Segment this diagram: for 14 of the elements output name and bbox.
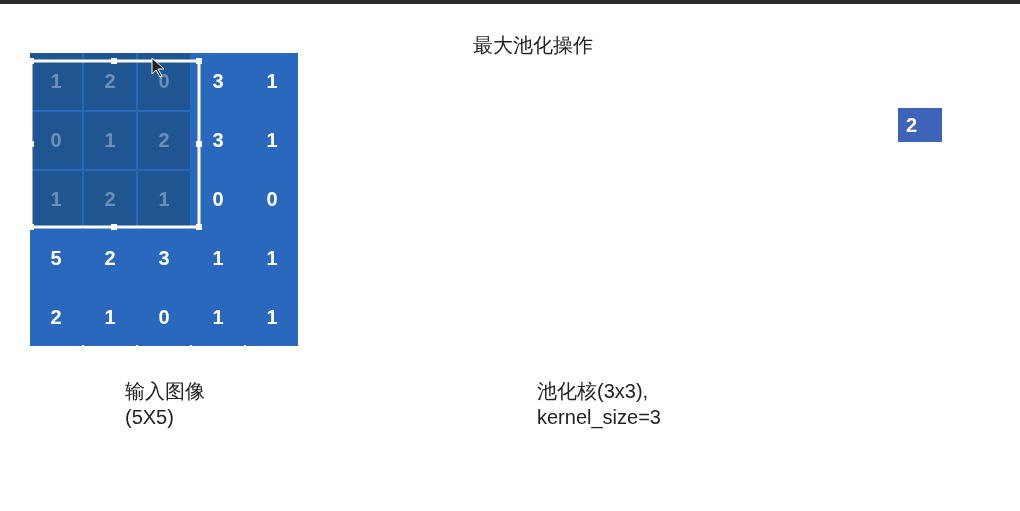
output-cell: 2 (898, 108, 942, 142)
matrix-cell: 0 (30, 112, 82, 169)
matrix-cell: 0 (138, 53, 190, 110)
text-label: 输入图像 (125, 379, 205, 404)
matrix-cell: 2 (84, 53, 136, 110)
matrix-cell: 1 (138, 171, 190, 228)
matrix-cell: 1 (30, 53, 82, 110)
matrix-cell: 2 (138, 112, 190, 169)
title: 最大池化操作 (472, 33, 594, 58)
text-label: (5X5) (125, 406, 174, 429)
matrix-cell: 2 (84, 171, 136, 228)
text-label: kernel_size=3 (537, 406, 661, 429)
matrix-cell: 1 (84, 112, 136, 169)
text-label: 池化核(3x3), (537, 379, 649, 404)
